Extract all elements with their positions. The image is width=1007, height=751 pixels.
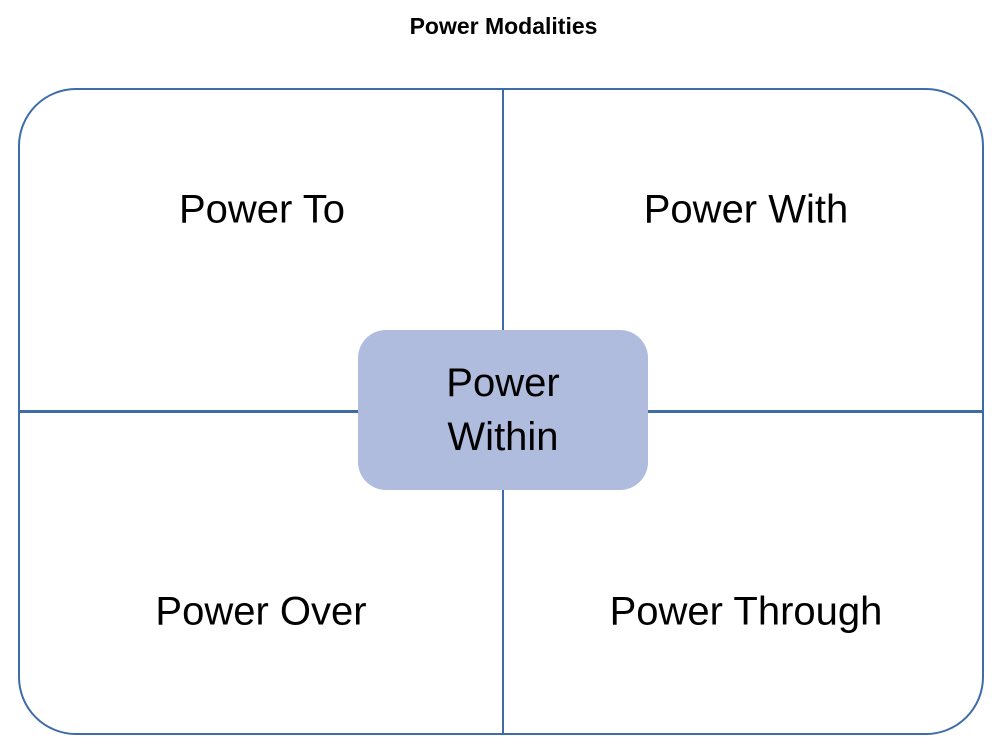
quadrant-label-power-to: Power To	[178, 187, 346, 232]
quadrant-label-power-with: Power With	[643, 187, 849, 232]
center-box-power-within: Power Within	[358, 330, 648, 490]
quadrant-label-power-through: Power Through	[609, 589, 883, 634]
diagram-title: Power Modalities	[409, 13, 598, 39]
quadrant-label-power-over: Power Over	[155, 589, 367, 634]
center-box-label: Power Within	[446, 361, 560, 459]
